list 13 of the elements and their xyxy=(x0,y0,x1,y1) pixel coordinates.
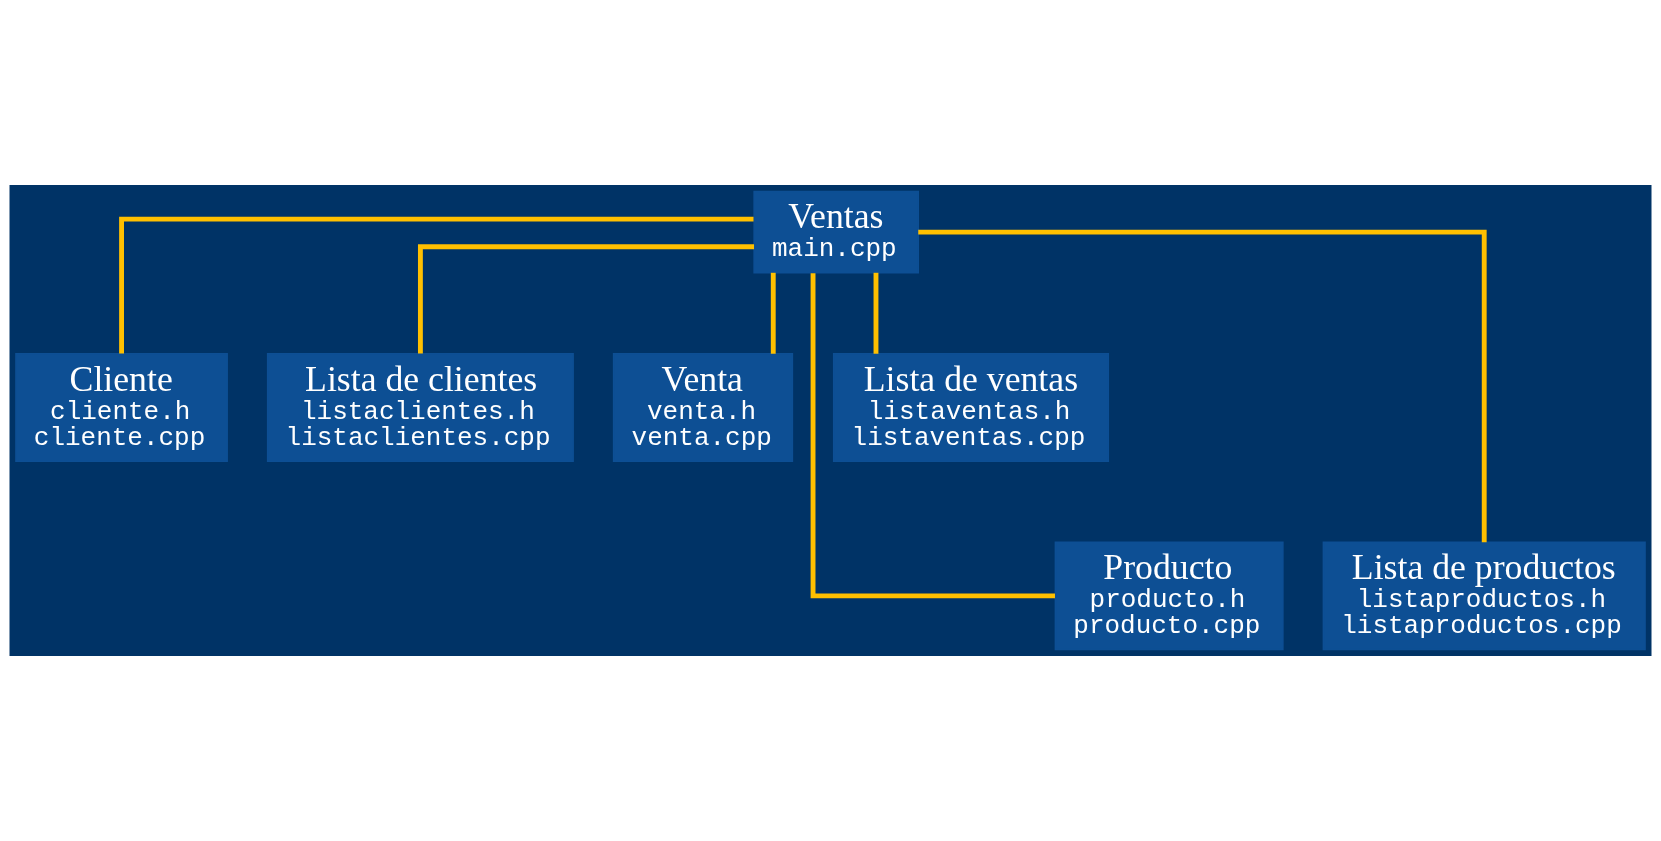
connector xyxy=(918,229,1487,543)
node-box: Venta venta.h venta.cpp xyxy=(612,353,794,462)
node-box: Cliente cliente.h cliente.cpp xyxy=(15,353,228,462)
node-box: Lista de clientes listaclientes.h listaclientes.cpp xyxy=(266,353,574,462)
node-box: Lista de ventas listaventas.h listaventas.cpp xyxy=(832,353,1110,462)
connector xyxy=(873,272,879,354)
node-box: Lista de productos listaproductos.h listaproductos.cpp xyxy=(1322,541,1646,651)
connector xyxy=(119,216,754,354)
node-box: Producto producto.h producto.cpp xyxy=(1054,541,1284,651)
node-box: Ventas main.cpp xyxy=(753,190,919,274)
connector xyxy=(810,273,1055,599)
connector xyxy=(770,272,776,354)
connector xyxy=(417,244,755,354)
